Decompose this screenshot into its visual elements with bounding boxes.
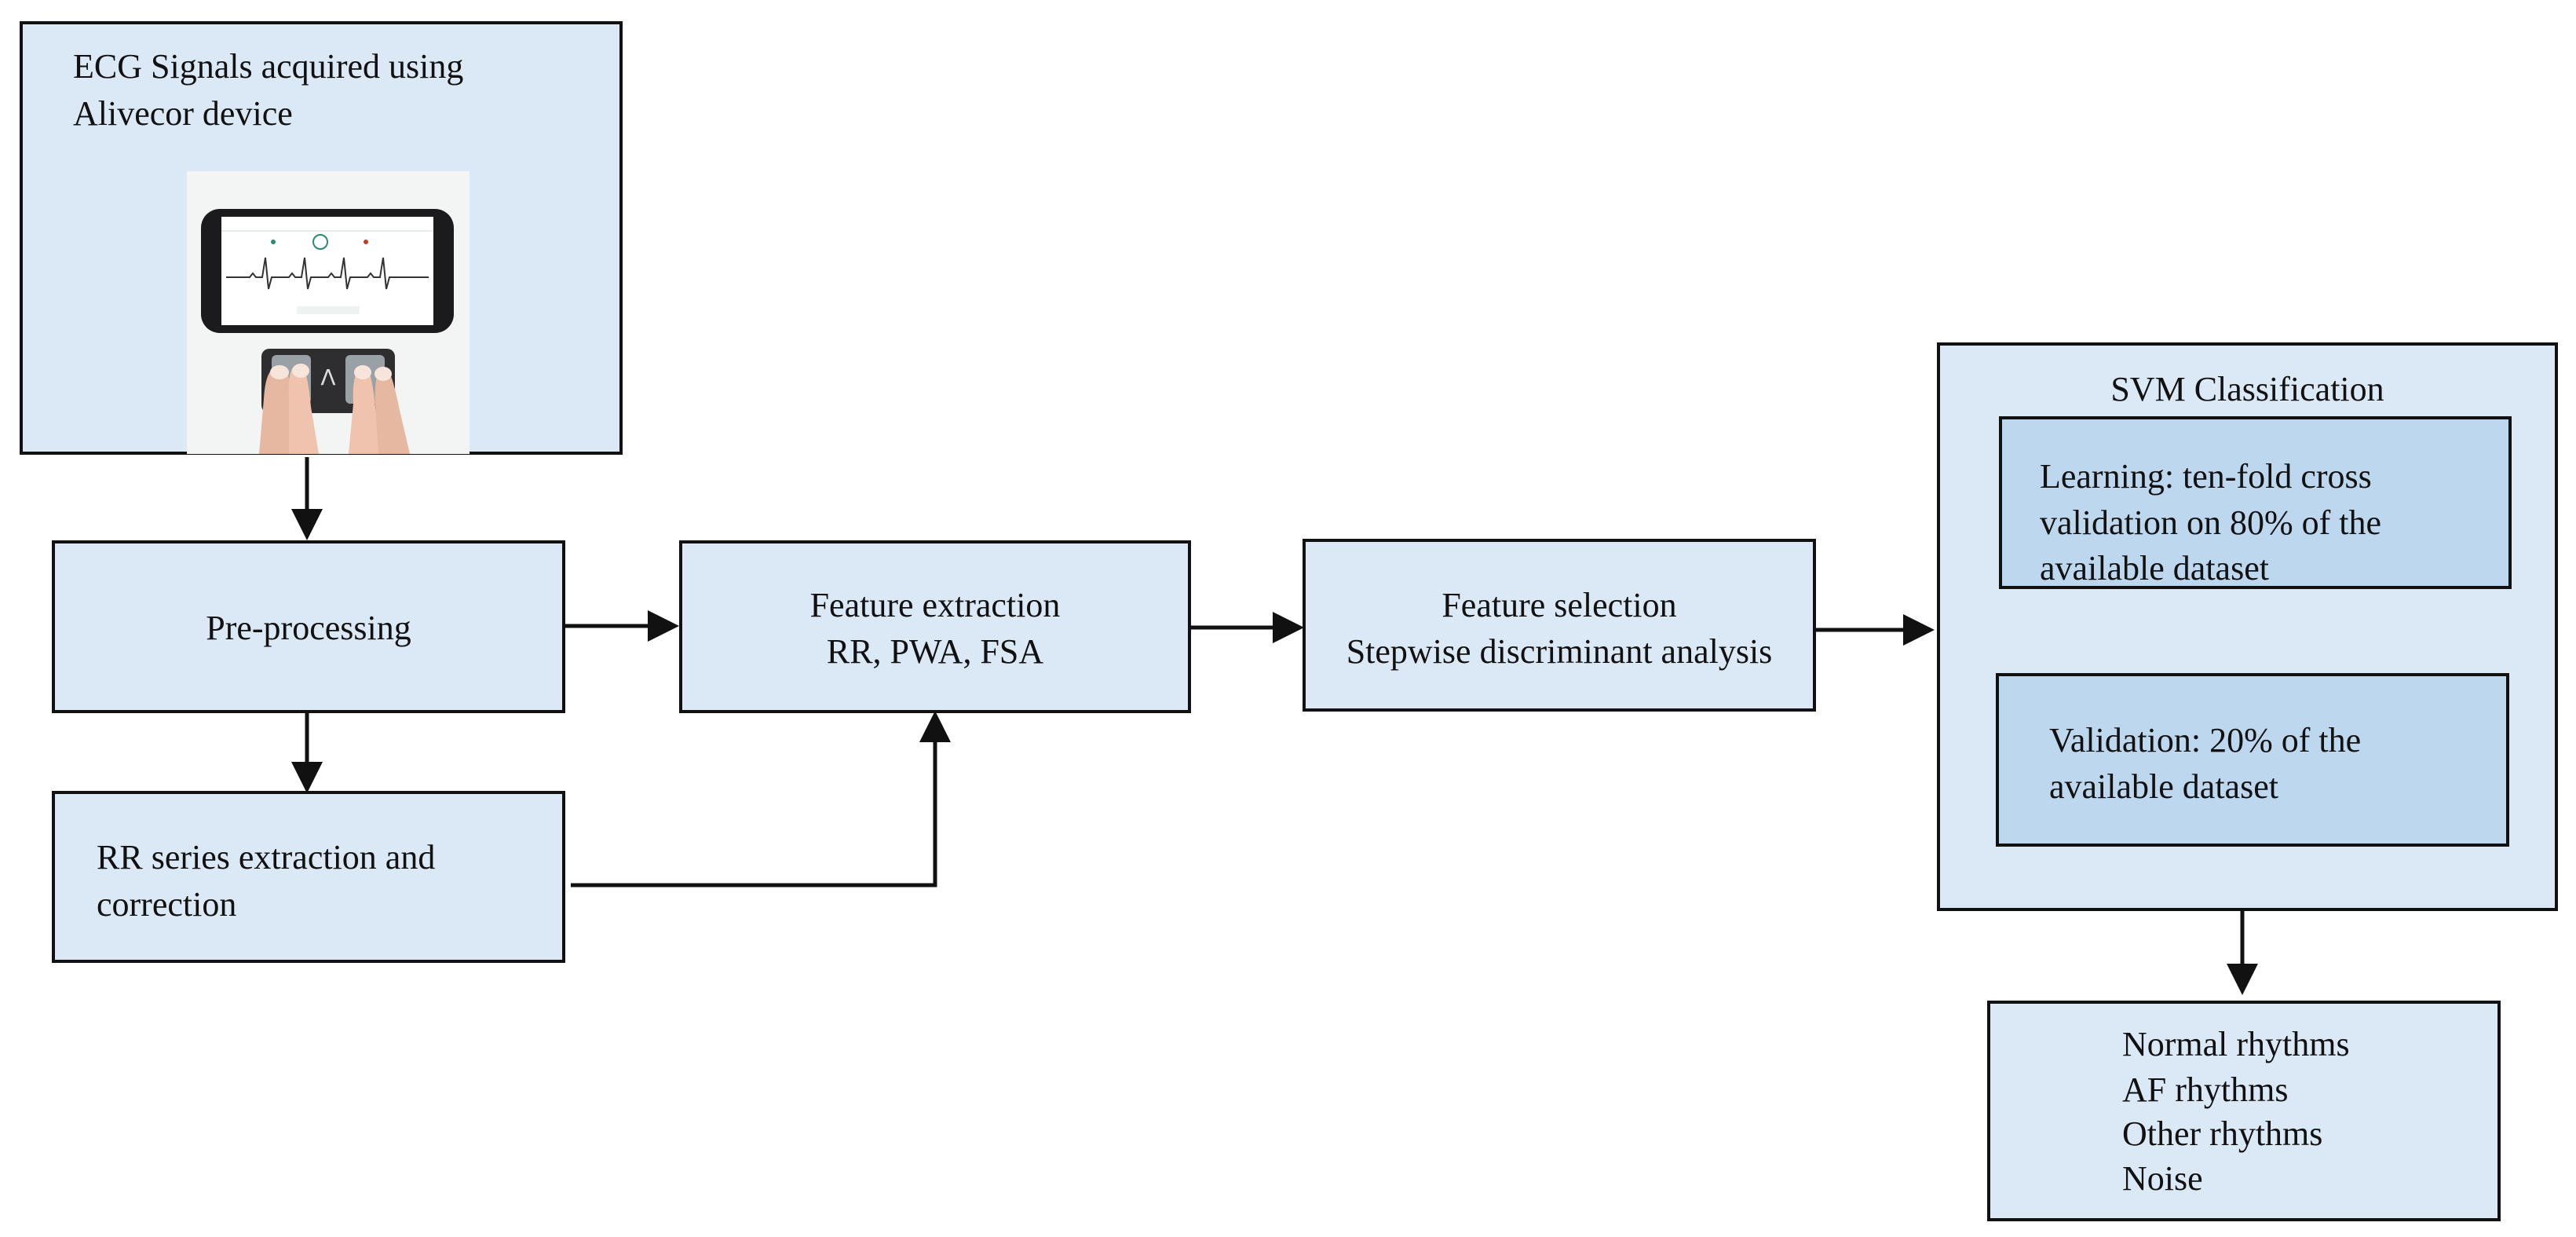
svm-title: SVM Classification — [2110, 370, 2384, 408]
preprocessing-label: Pre-processing — [206, 609, 411, 647]
device-logo-icon: Λ — [320, 364, 335, 390]
rr-series-box: RR series extraction and correction — [52, 791, 565, 963]
learning-line3: available dataset — [2040, 549, 2269, 587]
feature-extraction-line2: RR, PWA, FSA — [826, 632, 1044, 671]
feature-extraction-box: Feature extraction RR, PWA, FSA — [679, 540, 1191, 713]
preprocessing-box: Pre-processing — [52, 540, 565, 713]
output-class-noise: Noise — [2122, 1159, 2203, 1198]
output-class-normal: Normal rhythms — [2122, 1025, 2350, 1063]
rr-series-line1: RR series extraction and — [97, 838, 436, 877]
output-classes-box: Normal rhythms AF rhythms Other rhythms … — [1987, 1001, 2501, 1221]
rr-series-line2: correction — [97, 885, 237, 924]
output-class-other: Other rhythms — [2122, 1114, 2323, 1153]
arrow-rr-series-to-feature-extraction — [571, 711, 951, 887]
feature-selection-box: Feature selection Stepwise discriminant … — [1303, 539, 1816, 712]
validation-line1: Validation: 20% of the — [2049, 721, 2362, 759]
acquisition-title-line1: ECG Signals acquired using — [73, 47, 464, 86]
ecg-device-photo: Λ — [187, 171, 470, 454]
output-class-af: AF rhythms — [2122, 1070, 2289, 1109]
acquisition-title-line2: Alivecor device — [73, 94, 293, 133]
feature-extraction-line1: Feature extraction — [809, 586, 1061, 624]
feature-selection-line1: Feature selection — [1441, 586, 1677, 624]
validation-line2: available dataset — [2049, 767, 2278, 806]
learning-box: Learning: ten-fold cross validation on 8… — [1999, 416, 2512, 589]
feature-selection-line2: Stepwise discriminant analysis — [1346, 632, 1773, 671]
acquisition-box: ECG Signals acquired using Alivecor devi… — [20, 21, 623, 455]
learning-line1: Learning: ten-fold cross — [2040, 457, 2372, 496]
validation-box: Validation: 20% of the available dataset — [1996, 673, 2509, 847]
learning-line2: validation on 80% of the — [2040, 503, 2382, 542]
